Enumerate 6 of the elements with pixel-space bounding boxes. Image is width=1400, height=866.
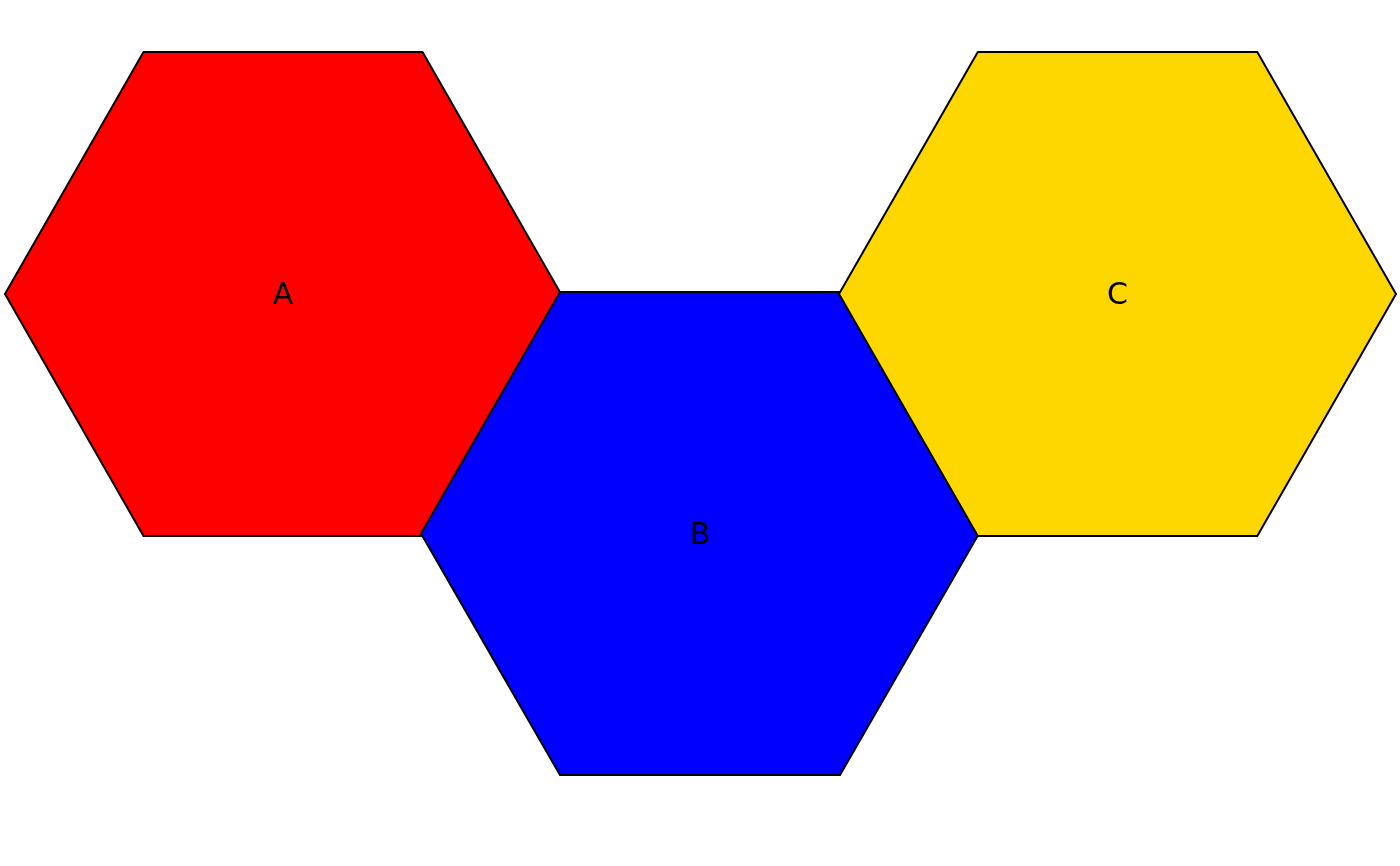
- hexagon-tile: [420, 291, 980, 776]
- node-label: A: [272, 279, 294, 309]
- hexagon-tile: [838, 51, 1397, 537]
- node-label: B: [689, 518, 711, 549]
- hexagon-tile: [4, 51, 562, 537]
- node-label: C: [1107, 279, 1128, 309]
